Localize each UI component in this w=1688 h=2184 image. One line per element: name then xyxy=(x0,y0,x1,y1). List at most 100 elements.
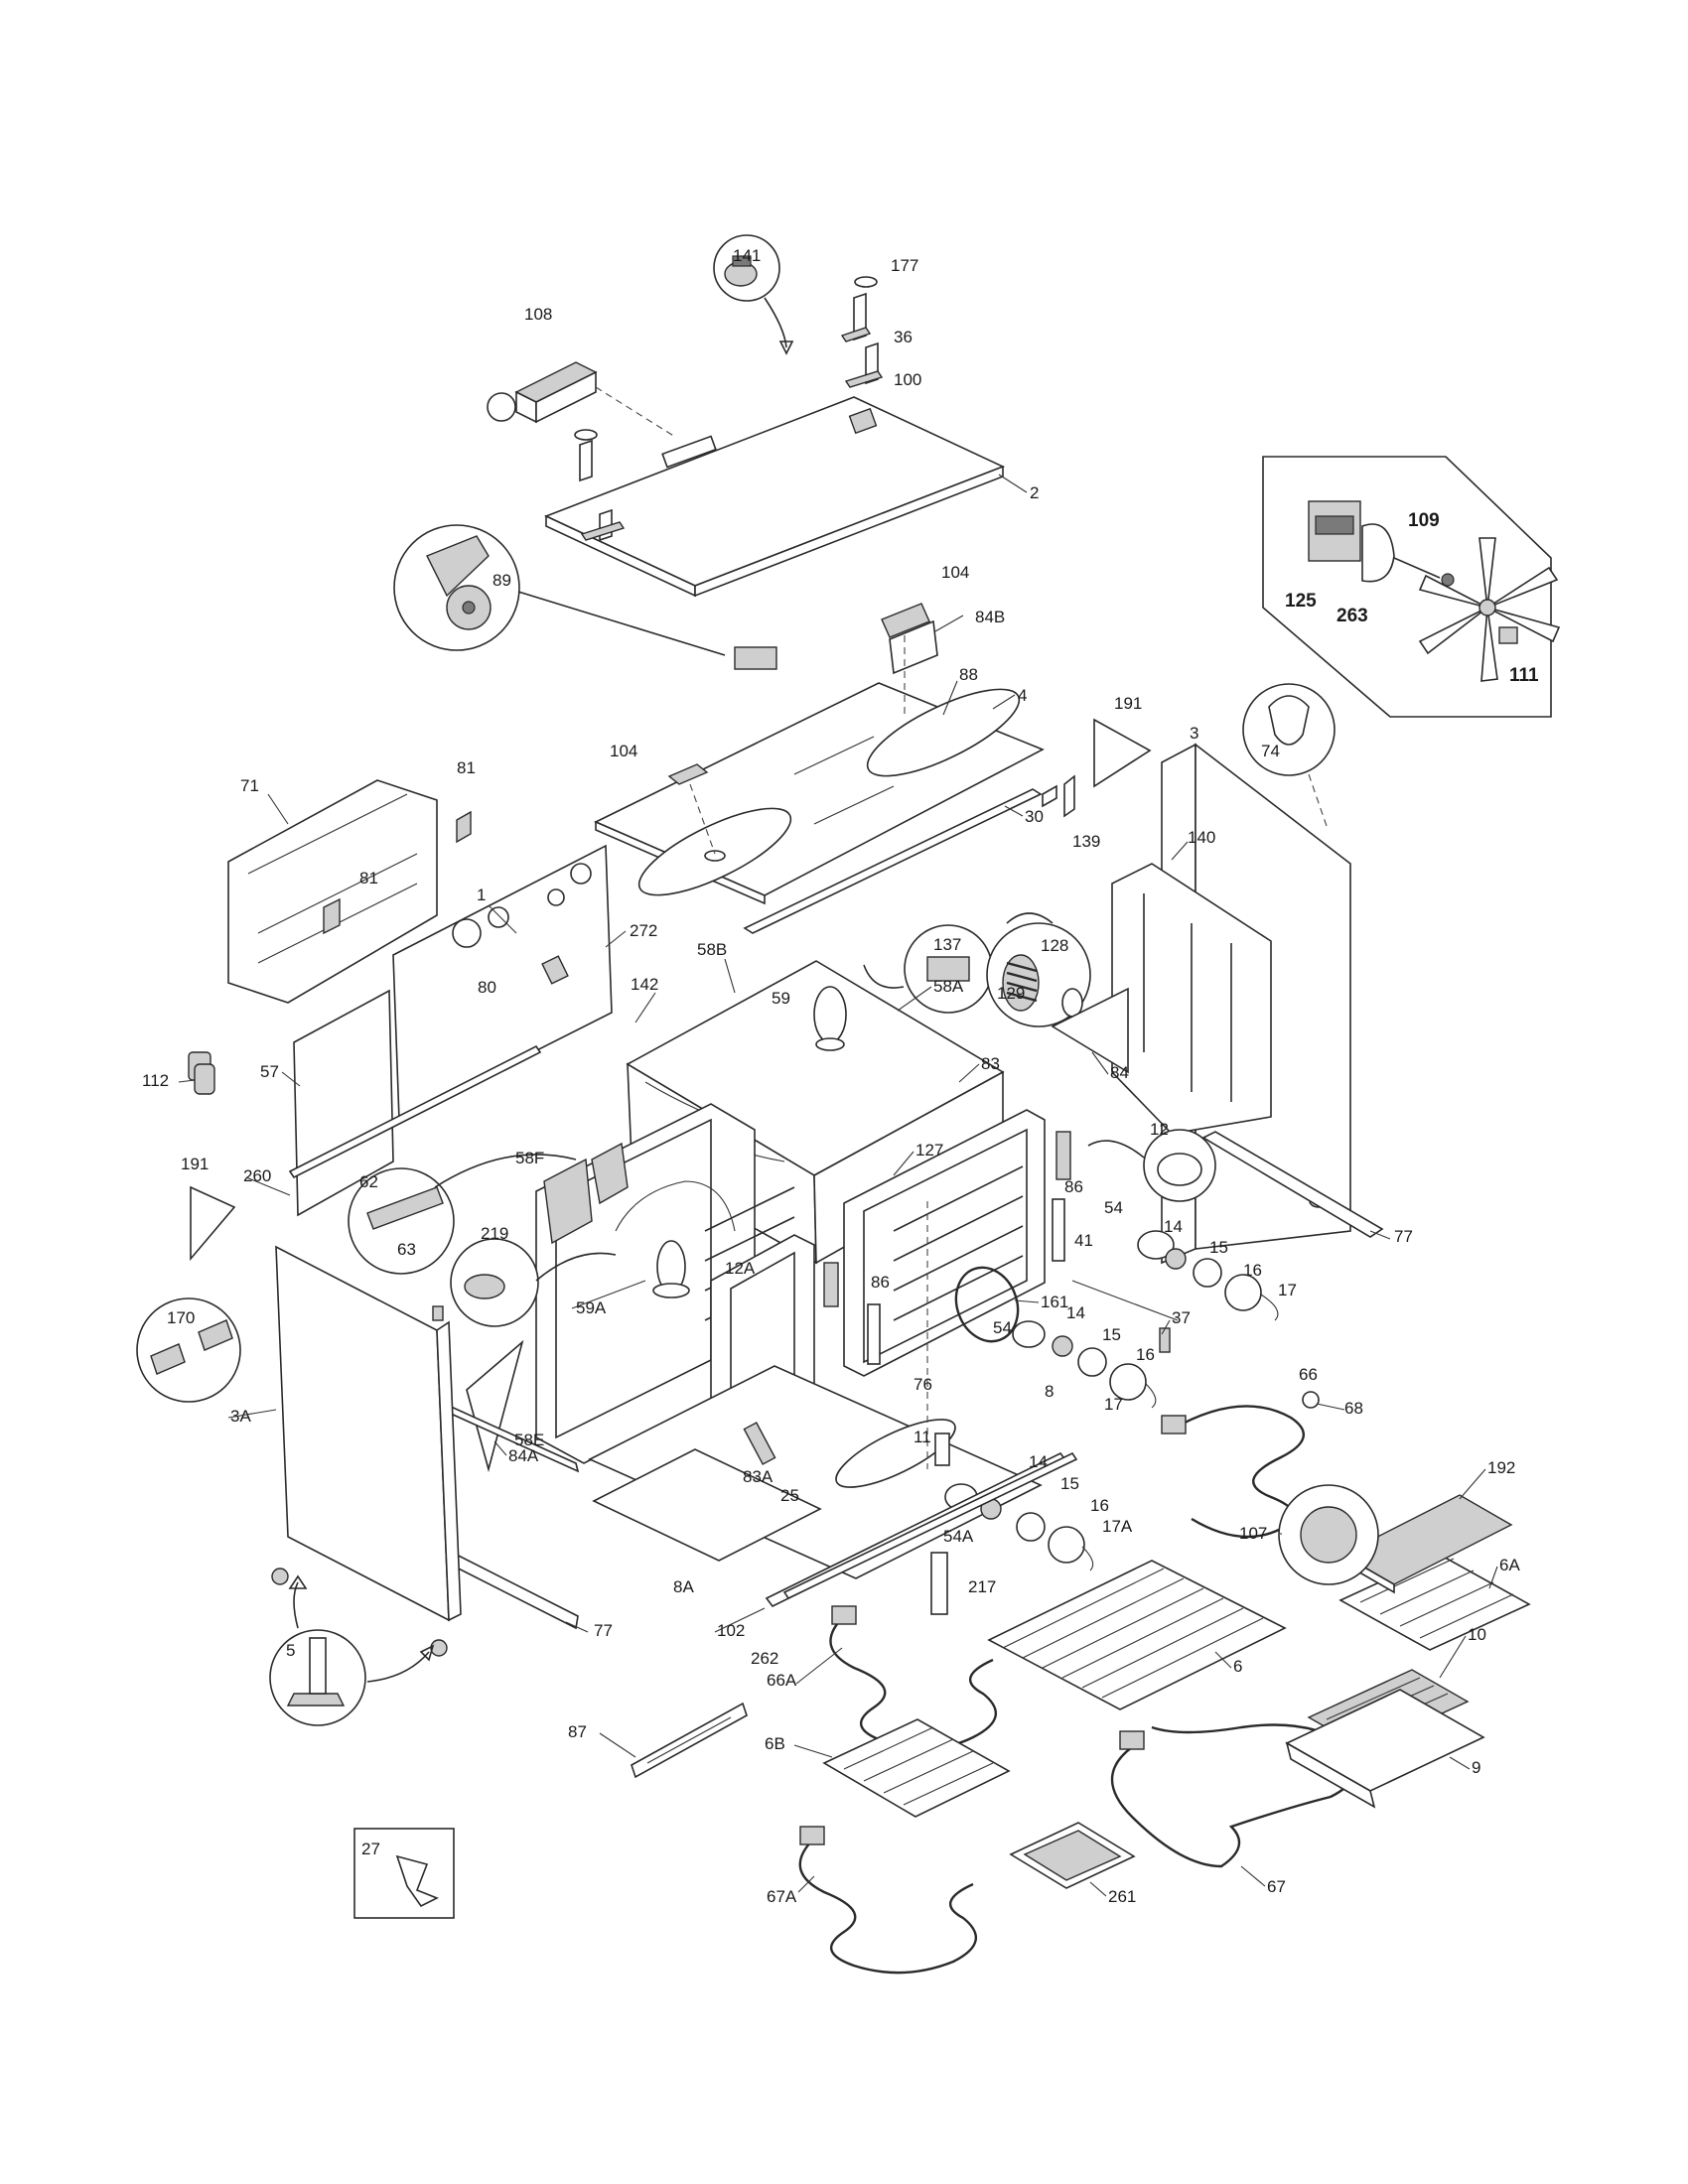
callout-41: 41 xyxy=(1074,1231,1093,1250)
callout-3: 3 xyxy=(1190,724,1198,743)
callout-102: 102 xyxy=(717,1621,745,1640)
callout-111: 111 xyxy=(1509,665,1539,686)
callout-129: 129 xyxy=(997,984,1025,1003)
callout-177: 177 xyxy=(891,256,918,275)
callout-12A: 12A xyxy=(725,1259,756,1278)
oven-cavity-assembly xyxy=(535,960,1071,1579)
right-side-panels xyxy=(1063,683,1384,1265)
callout-87: 87 xyxy=(568,1722,587,1741)
callout-14-mid: 14 xyxy=(1066,1303,1085,1322)
part-27-box xyxy=(353,1828,455,1919)
callout-67A: 67A xyxy=(767,1887,797,1906)
callout-140: 140 xyxy=(1188,828,1215,847)
callout-labels: 141 177 36 100 108 2 89 104 84B 88 4 125… xyxy=(142,246,1539,1906)
callout-25: 25 xyxy=(780,1486,799,1505)
callout-83: 83 xyxy=(981,1054,1000,1073)
front-rails xyxy=(631,1451,1078,1779)
callout-3A: 3A xyxy=(230,1407,251,1426)
callout-6: 6 xyxy=(1233,1657,1242,1676)
callout-272: 272 xyxy=(630,921,657,940)
racks-and-pans xyxy=(822,1484,1531,1889)
callout-66A: 66A xyxy=(767,1671,797,1690)
callout-10: 10 xyxy=(1468,1625,1486,1644)
callout-37: 37 xyxy=(1172,1308,1191,1327)
callout-6A: 6A xyxy=(1499,1556,1520,1574)
callout-88: 88 xyxy=(959,665,978,684)
callout-58E: 58E xyxy=(514,1431,544,1449)
callout-16: 16 xyxy=(1243,1261,1262,1280)
callout-6B: 6B xyxy=(765,1734,785,1753)
callout-12: 12 xyxy=(1150,1120,1169,1139)
callout-59A: 59A xyxy=(576,1298,607,1317)
callout-8A: 8A xyxy=(673,1577,694,1596)
callout-217: 217 xyxy=(968,1577,996,1596)
callout-112: 112 xyxy=(142,1071,169,1090)
callout-17A: 17A xyxy=(1102,1517,1133,1536)
callout-108: 108 xyxy=(524,305,552,324)
callout-11: 11 xyxy=(914,1428,931,1446)
callout-54-mid: 54 xyxy=(993,1318,1012,1337)
callout-80: 80 xyxy=(478,978,496,997)
callout-127: 127 xyxy=(915,1141,943,1160)
callout-142: 142 xyxy=(631,975,658,994)
callout-14: 14 xyxy=(1164,1217,1183,1236)
left-back-panels xyxy=(188,779,613,1217)
callout-14-low: 14 xyxy=(1029,1452,1048,1471)
callout-263: 263 xyxy=(1336,606,1368,626)
part-89-inset xyxy=(393,524,777,670)
callout-104: 104 xyxy=(941,563,969,582)
callout-15: 15 xyxy=(1209,1238,1228,1257)
callout-58B: 58B xyxy=(697,940,727,959)
callout-16-low: 16 xyxy=(1090,1496,1109,1515)
callout-1: 1 xyxy=(477,886,486,904)
callout-128: 128 xyxy=(1041,936,1068,955)
callout-84A: 84A xyxy=(508,1446,539,1465)
callout-125: 125 xyxy=(1285,591,1317,612)
front-side-panel xyxy=(269,1245,462,1726)
callout-260: 260 xyxy=(243,1166,271,1185)
callout-76: 76 xyxy=(914,1375,932,1394)
callout-30: 30 xyxy=(1025,807,1044,826)
callout-62: 62 xyxy=(359,1172,378,1191)
callout-86-right: 86 xyxy=(1064,1177,1083,1196)
callout-100: 100 xyxy=(894,370,921,389)
fan-assembly-inset xyxy=(1262,456,1561,718)
callout-107: 107 xyxy=(1239,1524,1267,1543)
callout-71: 71 xyxy=(240,776,259,795)
callout-5: 5 xyxy=(286,1641,295,1660)
callout-9: 9 xyxy=(1472,1758,1480,1777)
callout-261: 261 xyxy=(1108,1887,1136,1906)
callout-8: 8 xyxy=(1045,1382,1054,1401)
callout-74: 74 xyxy=(1261,742,1280,760)
callout-89: 89 xyxy=(492,571,511,590)
part-108-blower xyxy=(487,361,676,438)
callout-262: 262 xyxy=(751,1649,778,1668)
heating-elements xyxy=(798,1391,1358,1975)
callout-191-left: 191 xyxy=(181,1155,209,1173)
callout-15-low: 15 xyxy=(1060,1474,1079,1493)
callout-104-left: 104 xyxy=(610,742,637,760)
callout-77-left: 77 xyxy=(594,1621,613,1640)
callout-219: 219 xyxy=(481,1224,508,1243)
callout-15-mid: 15 xyxy=(1102,1325,1121,1344)
callout-4: 4 xyxy=(1018,686,1027,705)
callout-63: 63 xyxy=(397,1240,416,1259)
callout-83A: 83A xyxy=(743,1467,774,1486)
callout-192: 192 xyxy=(1487,1458,1515,1477)
callout-54: 54 xyxy=(1104,1198,1123,1217)
top-panel xyxy=(543,396,1006,598)
part-141-inset xyxy=(713,234,794,355)
detail-insets xyxy=(348,912,1216,1327)
callout-57: 57 xyxy=(260,1062,279,1081)
sub-top-panel xyxy=(594,603,1057,934)
callout-86-left: 86 xyxy=(871,1273,890,1292)
callout-139: 139 xyxy=(1072,832,1100,851)
callout-84: 84 xyxy=(1110,1063,1129,1082)
callout-59: 59 xyxy=(772,989,790,1008)
callout-2: 2 xyxy=(1030,483,1039,502)
callout-17: 17 xyxy=(1278,1281,1297,1299)
hinge-brackets xyxy=(574,276,884,542)
callout-54A: 54A xyxy=(943,1527,974,1546)
callout-81: 81 xyxy=(359,869,378,887)
